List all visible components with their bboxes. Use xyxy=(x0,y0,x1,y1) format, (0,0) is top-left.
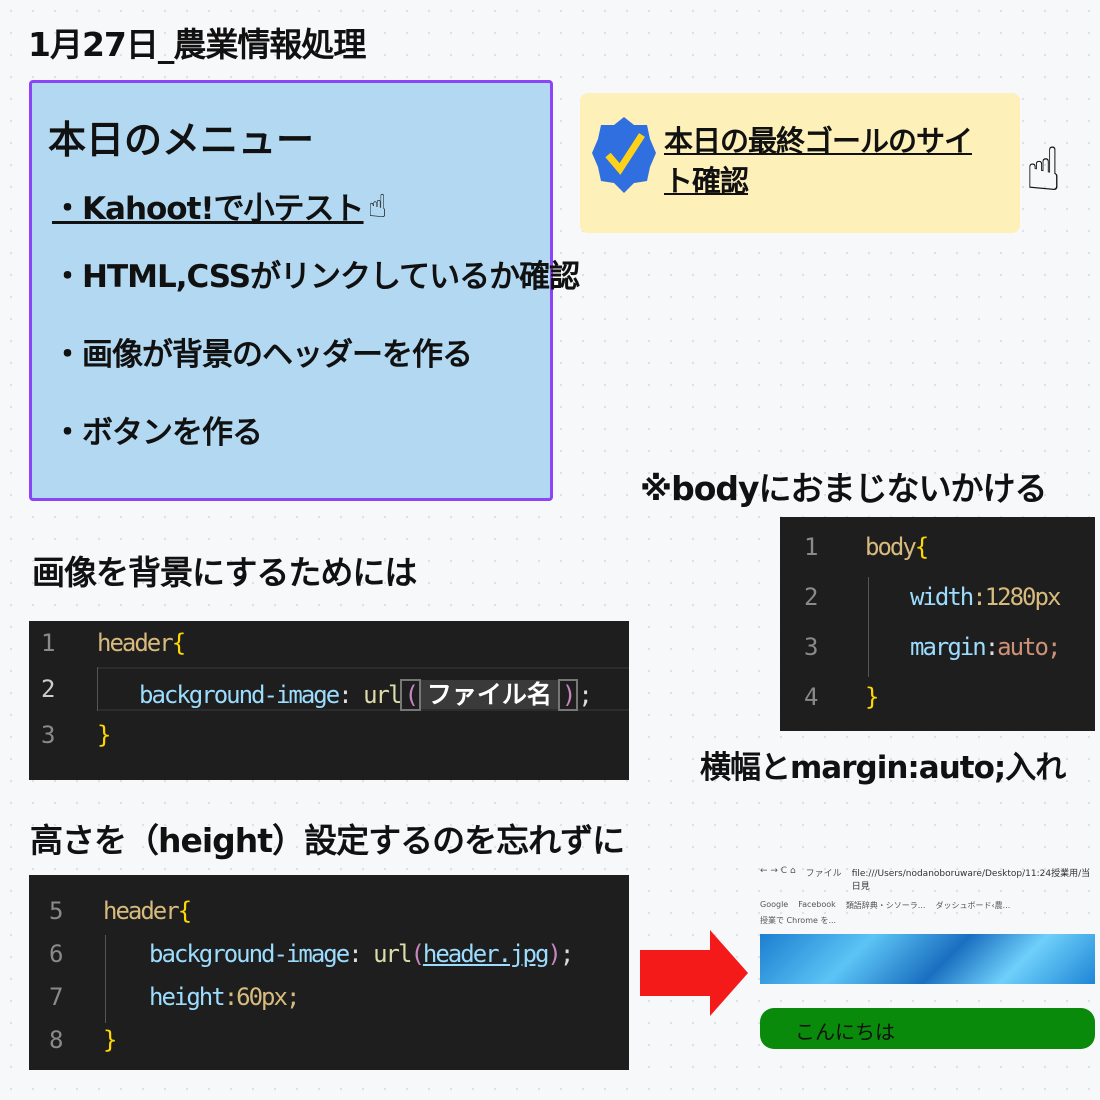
line-number: 2 xyxy=(804,583,819,611)
line-number: 4 xyxy=(804,683,819,711)
menu-item-link-check: ・HTML,CSSがリンクしているか確認 xyxy=(52,259,580,295)
line-number: 3 xyxy=(41,721,56,749)
code-brace: { xyxy=(177,897,193,925)
line-number: 8 xyxy=(49,1026,64,1054)
code-property: background-image xyxy=(149,940,350,968)
menu-item-kahoot[interactable]: ・Kahoot!で小テスト xyxy=(52,191,365,227)
code-brace: } xyxy=(97,721,112,749)
code-selector: header xyxy=(97,629,174,657)
bookmark[interactable]: Google xyxy=(760,900,789,909)
code-value: auto; xyxy=(997,633,1061,661)
browser-nav-icons: ← → C ⌂ xyxy=(760,866,796,876)
menu-box: 本日のメニュー ・Kahoot!で小テスト ☝ ・HTML,CSSがリンクしてい… xyxy=(29,80,580,501)
body-caption: 横幅とmargin:auto;入れ xyxy=(700,750,1066,786)
code-selector: header xyxy=(103,897,180,925)
greeting-button[interactable]: こんにちは xyxy=(760,1008,1095,1049)
code-block-bg: 1 2 3 header{ background-image: url(ファイル… xyxy=(29,621,629,780)
right-arrow-icon xyxy=(640,930,748,1016)
code-block-body: 1 2 3 4 body{ width:1280px margin:auto; … xyxy=(780,517,1095,731)
code-brace: { xyxy=(914,533,930,561)
menu-item-header: ・画像が背景のヘッダーを作る xyxy=(52,337,473,373)
code-func: url xyxy=(363,681,402,709)
code-func: url xyxy=(373,940,412,968)
code-filename: header.jpg xyxy=(422,940,549,968)
code-paren: ) xyxy=(557,679,579,711)
code-colon: : xyxy=(338,681,364,709)
code-paren: ( xyxy=(400,679,421,711)
code-selector: body xyxy=(865,533,917,561)
code-paren: ( xyxy=(410,940,425,968)
bookmarks-bar: Google Facebook 類語辞典・シソーラ... ダッシュボード‹農..… xyxy=(760,900,1095,926)
menu-item-button: ・ボタンを作る xyxy=(52,415,263,451)
body-heading: ※bodyにおまじないかける xyxy=(640,469,1048,508)
bookmark[interactable]: ダッシュボード‹農... xyxy=(935,901,1011,910)
code-semicolon: ; xyxy=(559,940,575,968)
goal-box: 本日の最終ゴールのサイト確認 xyxy=(580,93,1020,233)
bookmark[interactable]: 授業で Chrome を... xyxy=(760,916,837,925)
line-number: 7 xyxy=(49,983,64,1011)
code-brace: { xyxy=(171,629,187,657)
menu-title: 本日のメニュー xyxy=(48,118,315,162)
line-number: 2 xyxy=(41,675,56,703)
code-colon: : xyxy=(348,940,374,968)
line-number: 1 xyxy=(41,629,56,657)
bg-heading: 画像を背景にするためには xyxy=(32,553,417,592)
code-block-height: 5 6 7 8 header{ background-image: url(he… xyxy=(29,875,629,1070)
browser-screenshot: ← → C ⌂ ファイル file:///Users/nodanoboruwar… xyxy=(760,866,1095,1049)
line-number: 5 xyxy=(49,897,64,925)
code-value: :60px; xyxy=(223,983,301,1011)
verified-check-icon xyxy=(592,117,656,193)
line-number: 1 xyxy=(804,533,819,561)
code-property: background-image xyxy=(139,681,340,709)
bookmark[interactable]: 類語辞典・シソーラ... xyxy=(845,901,926,910)
address-label: ファイル xyxy=(805,869,842,879)
header-image xyxy=(760,934,1095,984)
height-heading: 高さを（height）設定するのを忘れずに xyxy=(30,821,625,860)
goal-site-link[interactable]: 本日の最終ゴールのサイト確認 xyxy=(664,124,973,198)
code-value: :1280px xyxy=(972,583,1061,611)
line-number: 6 xyxy=(49,940,64,968)
filename-placeholder: ファイル名 xyxy=(420,680,558,709)
line-number: 3 xyxy=(804,633,819,661)
code-brace: } xyxy=(865,683,880,711)
code-property: width xyxy=(910,583,974,611)
address-bar[interactable]: file:///Users/nodanoboruware/Desktop/11:… xyxy=(851,869,1091,892)
code-semicolon: ; xyxy=(578,681,593,709)
hand-pointer-icon: ☝ xyxy=(1025,135,1062,205)
code-property: margin xyxy=(910,633,987,661)
menu-item-kahoot-row: ・Kahoot!で小テスト ☝ xyxy=(52,183,388,228)
code-paren: ) xyxy=(547,940,562,968)
hand-pointer-icon: ☝ xyxy=(367,186,388,225)
code-property: height xyxy=(149,983,226,1011)
code-brace: } xyxy=(103,1026,118,1054)
page-title: 1月27日_農業情報処理 xyxy=(28,25,366,64)
bookmark[interactable]: Facebook xyxy=(798,900,836,909)
code-colon: : xyxy=(984,633,1000,661)
